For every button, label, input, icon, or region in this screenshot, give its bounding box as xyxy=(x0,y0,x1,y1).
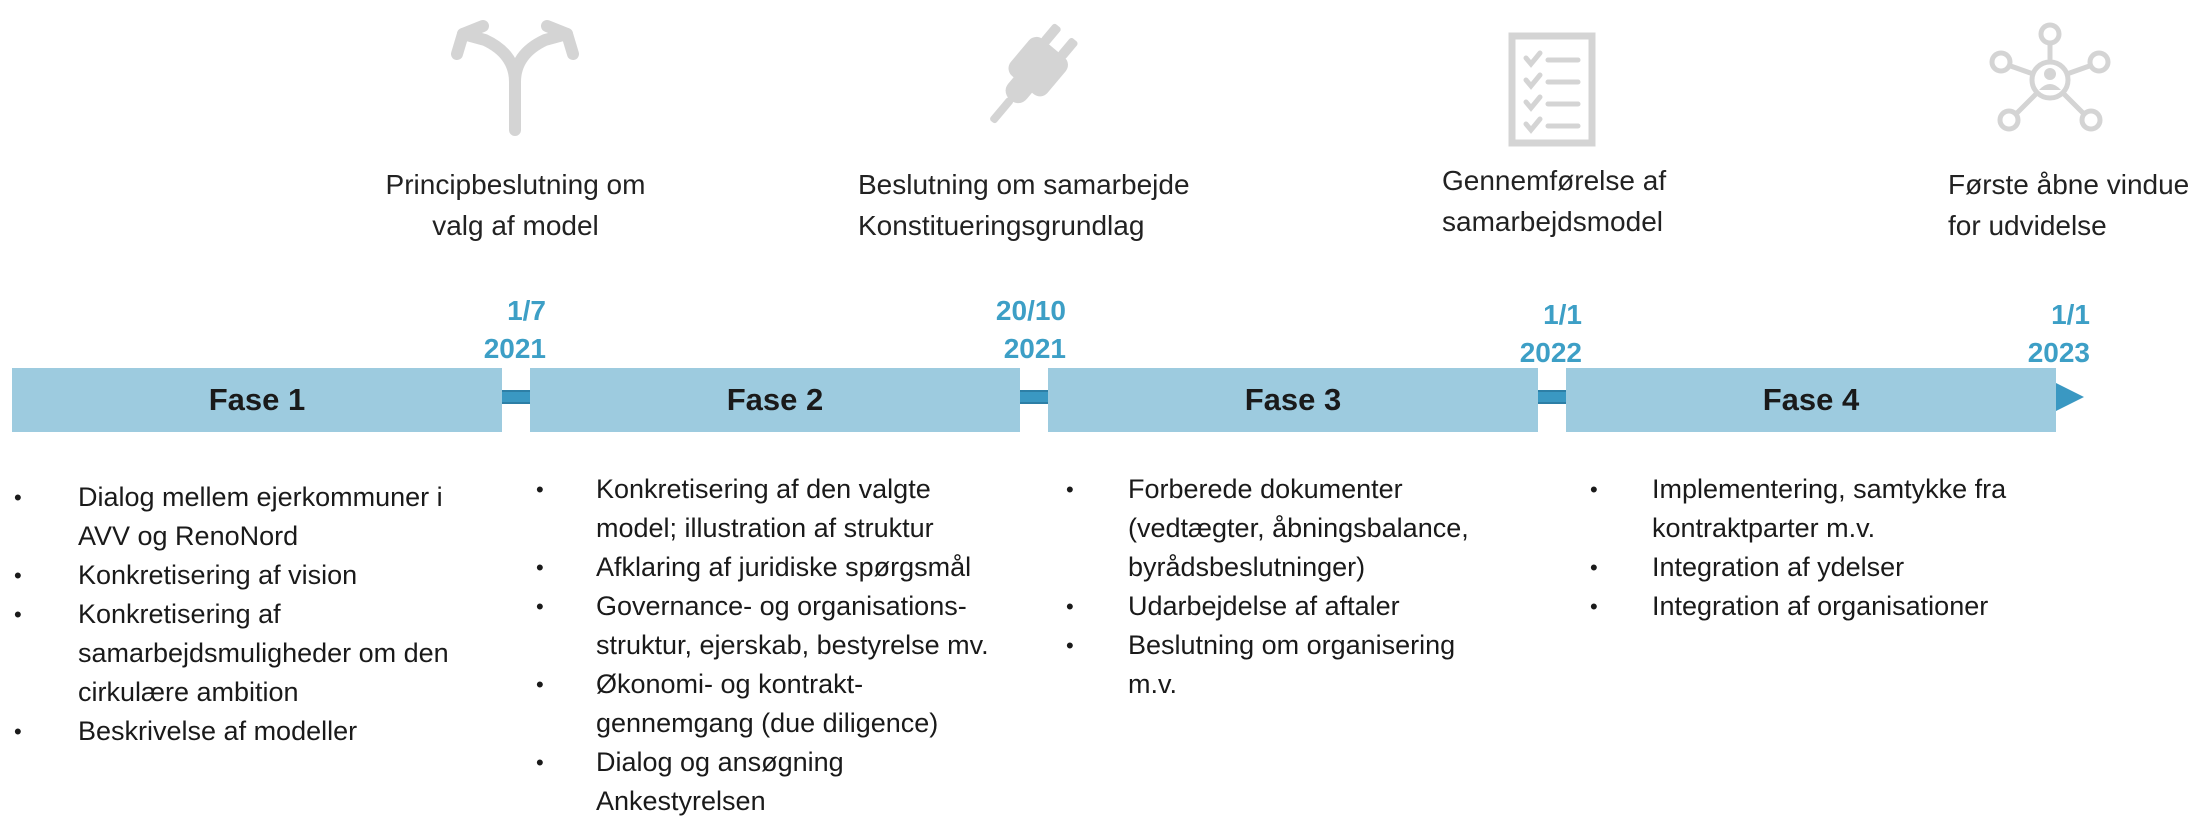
phase-3-bullet-list: • Forberede dokumenter(vedtægter, åbning… xyxy=(1066,470,1556,704)
list-item-line: Økonomi- og kontrakt- xyxy=(596,669,864,699)
milestone-1-line-2: valg af model xyxy=(432,210,599,241)
milestone-2-text: Beslutning om samarbejde Konstitueringsg… xyxy=(858,164,1218,246)
network-people-icon xyxy=(1989,22,2111,132)
milestone-4-date: 1/1 2023 xyxy=(1998,296,2090,372)
list-item-line: Konkretisering af xyxy=(78,599,281,629)
milestone-1-date: 1/7 2021 xyxy=(460,292,546,368)
milestone-2-date: 20/10 2021 xyxy=(980,292,1066,368)
list-item-line: byrådsbeslutninger) xyxy=(1128,552,1366,582)
list-item: • Governance- og organisations-struktur,… xyxy=(536,587,1056,665)
phase-1-label: Fase 1 xyxy=(208,382,306,417)
list-item-line: struktur, ejerskab, bestyrelse mv. xyxy=(596,630,989,660)
list-item: • Integration af organisationer xyxy=(1590,587,2110,626)
list-item-line: Afklaring af juridiske spørgsmål xyxy=(596,552,972,582)
list-item-line: kontraktparter m.v. xyxy=(1652,513,1876,543)
list-item: • Forberede dokumenter(vedtægter, åbning… xyxy=(1066,470,1556,587)
list-item-line: Konkretisering af den valgte xyxy=(596,474,931,504)
milestone-1-date-day: 1/7 xyxy=(507,295,546,326)
phase-2-bar: Fase 2 xyxy=(530,368,1020,432)
phase-4-bar: Fase 4 xyxy=(1566,368,2056,432)
milestone-3-line-2: samarbejdsmodel xyxy=(1442,206,1663,237)
milestone-3-text: Gennemførelse af samarbejdsmodel xyxy=(1442,160,1702,242)
milestone-2-date-day: 20/10 xyxy=(995,295,1066,326)
list-item-line: cirkulære ambition xyxy=(78,677,299,707)
list-item-line: Dialog mellem ejerkommuner i xyxy=(78,482,443,512)
phase-1-bar: Fase 1 xyxy=(12,368,502,432)
milestone-2-line-1: Beslutning om samarbejde xyxy=(858,169,1190,200)
milestone-1-date-year: 2021 xyxy=(483,333,546,364)
milestone-1-text: Principbeslutning om valg af model xyxy=(378,164,653,246)
list-item: • Økonomi- og kontrakt-gennemgang (due d… xyxy=(536,665,1056,743)
list-item-line: Governance- og organisations- xyxy=(596,591,967,621)
milestone-3-date-year: 2022 xyxy=(1519,337,1582,368)
list-item-line: Ankestyrelsen xyxy=(596,786,766,816)
list-item: • Afklaring af juridiske spørgsmål xyxy=(536,548,1056,587)
milestone-4-text: Første åbne vindue for udvidelse xyxy=(1948,164,2202,246)
milestone-3-date: 1/1 2022 xyxy=(1490,296,1582,372)
list-item-line: (vedtægter, åbningsbalance, xyxy=(1128,513,1469,543)
plug-icon xyxy=(990,23,1078,124)
list-item: • Beskrivelse af modeller xyxy=(14,712,494,751)
list-item-line: gennemgang (due diligence) xyxy=(596,708,939,738)
split-arrows-icon xyxy=(451,20,579,136)
timeline-arrow-icon xyxy=(2054,382,2084,412)
list-item: • Integration af ydelser xyxy=(1590,548,2110,587)
list-item-line: samarbejdsmuligheder om den xyxy=(78,638,449,668)
phase-3-label: Fase 3 xyxy=(1244,382,1342,417)
milestone-1-line-1: Principbeslutning om xyxy=(385,169,646,200)
list-item: • Udarbejdelse af aftaler xyxy=(1066,587,1556,626)
list-item-line: m.v. xyxy=(1128,669,1177,699)
list-item-line: Beskrivelse af modeller xyxy=(78,716,358,746)
list-item-line: Integration af organisationer xyxy=(1652,591,1989,621)
list-item-line: Beslutning om organisering xyxy=(1128,630,1456,660)
phase-2-label: Fase 2 xyxy=(726,382,824,417)
list-item-line: AVV og RenoNord xyxy=(78,521,299,551)
list-item-line: Integration af ydelser xyxy=(1652,552,1905,582)
milestone-4-date-year: 2023 xyxy=(2027,337,2090,368)
milestone-2-date-year: 2021 xyxy=(1003,333,1066,364)
list-item-line: Implementering, samtykke fra xyxy=(1652,474,2007,504)
list-item: • Konkretisering af vision xyxy=(14,556,494,595)
list-item-line: Udarbejdelse af aftaler xyxy=(1128,591,1400,621)
phase-4-label: Fase 4 xyxy=(1762,382,1860,417)
milestone-3-line-1: Gennemførelse af xyxy=(1442,165,1667,196)
milestone-4-date-day: 1/1 xyxy=(2051,299,2090,330)
milestone-4-line-1: Første åbne vindue xyxy=(1948,169,2190,200)
milestone-4-line-2: for udvidelse xyxy=(1948,210,2107,241)
list-item-line: Konkretisering af vision xyxy=(78,560,358,590)
milestone-3-date-day: 1/1 xyxy=(1543,299,1582,330)
phase-3-bar: Fase 3 xyxy=(1048,368,1538,432)
list-item-line: Forberede dokumenter xyxy=(1128,474,1403,504)
checklist-icon xyxy=(1508,32,1596,147)
list-item-line: Dialog og ansøgning xyxy=(596,747,844,777)
list-item-line: model; illustration af struktur xyxy=(596,513,934,543)
milestone-2-line-2: Konstitueringsgrundlag xyxy=(858,210,1145,241)
